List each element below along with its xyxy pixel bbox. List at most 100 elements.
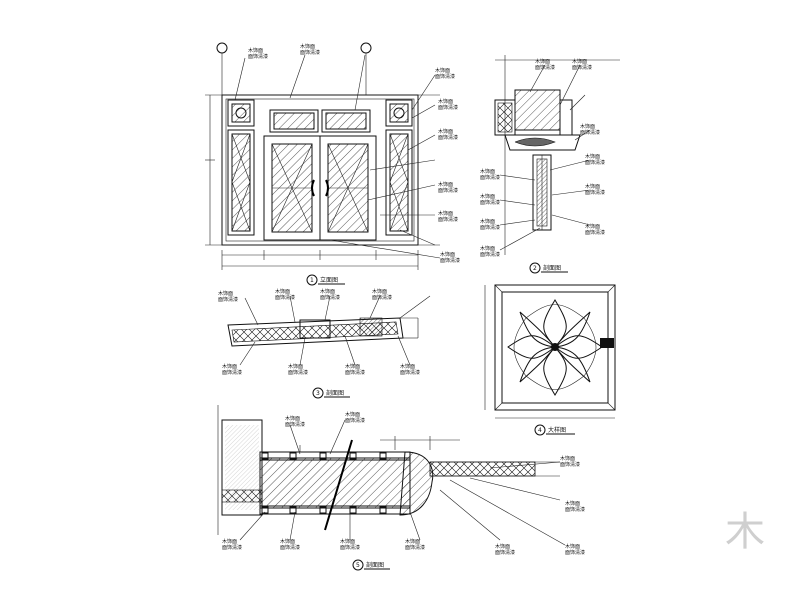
svg-text:5: 5	[356, 562, 360, 569]
door-core-section	[259, 457, 411, 509]
large-section-callouts: 木饰面 面饰清漆 木饰面 面饰清漆 木饰面 面饰清漆 木饰面 面饰清漆 木饰面 …	[222, 411, 585, 556]
large-section-view: 木饰面 面饰清漆 木饰面 面饰清漆 木饰面 面饰清漆 木饰面 面饰清漆 木饰面 …	[217, 405, 585, 571]
svg-text:面饰清漆: 面饰清漆	[222, 544, 242, 551]
rosette-flower-icon	[507, 299, 603, 396]
svg-text:木饰面: 木饰面	[222, 538, 237, 545]
svg-text:面饰清漆: 面饰清漆	[280, 544, 300, 551]
view-caption-4: 大样图	[548, 426, 566, 434]
svg-text:木饰面: 木饰面	[585, 183, 600, 190]
elevation-dimensions	[205, 95, 419, 270]
callout-sub: 面饰清漆	[440, 257, 460, 264]
svg-text:3: 3	[316, 390, 320, 397]
threshold-strip	[429, 461, 536, 477]
svg-text:面饰清漆: 面饰清漆	[320, 294, 340, 301]
watermark-logo: 木	[725, 509, 765, 555]
horizontal-section-view: 木饰面 面饰清漆 木饰面 面饰清漆 木饰面 面饰清漆 木饰面 面饰清漆 木饰面 …	[218, 288, 431, 399]
callout-sub: 面饰清漆	[438, 104, 458, 111]
svg-text:木饰面: 木饰面	[580, 123, 595, 130]
rosette-panel-right	[385, 99, 413, 127]
callout-label: 木饰面	[248, 47, 263, 54]
svg-text:面饰清漆: 面饰清漆	[218, 296, 238, 303]
svg-text:面饰清漆: 面饰清漆	[565, 549, 585, 556]
callout-label: 木饰面	[438, 128, 453, 135]
svg-text:木饰面: 木饰面	[218, 290, 233, 297]
vertical-section-view: 木饰面 面饰清漆 木饰面 面饰清漆 木饰面 面饰清漆 木饰面 面饰清漆 木饰面 …	[480, 55, 620, 274]
svg-text:面饰清漆: 面饰清漆	[585, 159, 605, 166]
svg-text:木饰面: 木饰面	[565, 543, 580, 550]
svg-text:木饰面: 木饰面	[560, 455, 575, 462]
svg-text:面饰清漆: 面饰清漆	[222, 369, 242, 376]
view-caption-3: 剖面图	[326, 389, 344, 397]
callout-label: 木饰面	[438, 210, 453, 217]
svg-text:木饰面: 木饰面	[372, 288, 387, 295]
svg-text:木饰面: 木饰面	[222, 363, 237, 370]
svg-text:木饰面: 木饰面	[480, 193, 495, 200]
svg-text:木饰面: 木饰面	[585, 153, 600, 160]
door-leaf-right	[319, 135, 377, 241]
svg-text:面饰清漆: 面饰清漆	[580, 129, 600, 136]
svg-text:木饰面: 木饰面	[565, 500, 580, 507]
callout-label: 木饰面	[440, 251, 455, 258]
svg-text:面饰清漆: 面饰清漆	[340, 544, 360, 551]
svg-text:木饰面: 木饰面	[572, 58, 587, 65]
svg-text:面饰清漆: 面饰清漆	[572, 64, 592, 71]
side-panel-right	[385, 129, 413, 236]
door-handle-right-icon	[325, 179, 329, 197]
section-callouts: 木饰面 面饰清漆 木饰面 面饰清漆 木饰面 面饰清漆 木饰面 面饰清漆 木饰面 …	[480, 58, 605, 258]
callout-sub: 面饰清漆	[438, 134, 458, 141]
view-caption-1: 立面图	[320, 276, 338, 284]
door-handle-left-icon	[311, 179, 315, 197]
svg-text:面饰清漆: 面饰清漆	[405, 544, 425, 551]
svg-text:面饰清漆: 面饰清漆	[400, 369, 420, 376]
view-marker-2	[529, 262, 541, 274]
svg-text:木饰面: 木饰面	[535, 58, 550, 65]
svg-text:木饰面: 木饰面	[340, 538, 355, 545]
svg-text:木饰面: 木饰面	[480, 245, 495, 252]
callout-label: 木饰面	[438, 98, 453, 105]
svg-text:面饰清漆: 面饰清漆	[535, 64, 555, 71]
edge-moulding	[399, 451, 434, 516]
svg-text:4: 4	[538, 427, 542, 434]
svg-text:木饰面: 木饰面	[585, 223, 600, 230]
callout-label: 木饰面	[435, 67, 450, 74]
svg-text:面饰清漆: 面饰清漆	[345, 369, 365, 376]
door-elevation-view: 木饰面 面饰清漆 木饰面 面饰清漆 木饰面 面饰清漆 木饰面 面饰清漆 木饰面 …	[205, 42, 460, 286]
svg-text:木饰面: 木饰面	[400, 363, 415, 370]
svg-text:木饰面: 木饰面	[285, 415, 300, 422]
header-block	[514, 89, 561, 131]
view-marker-3	[312, 387, 324, 399]
svg-text:面饰清漆: 面饰清漆	[480, 224, 500, 231]
grid-bubble-left	[216, 42, 228, 54]
hsection-callouts: 木饰面 面饰清漆 木饰面 面饰清漆 木饰面 面饰清漆 木饰面 面饰清漆 木饰面 …	[218, 288, 420, 376]
svg-text:面饰清漆: 面饰清漆	[565, 506, 585, 513]
svg-text:木饰面: 木饰面	[495, 543, 510, 550]
svg-text:面饰清漆: 面饰清漆	[288, 369, 308, 376]
callout-label: 木饰面	[438, 181, 453, 188]
svg-text:面饰清漆: 面饰清漆	[372, 294, 392, 301]
svg-text:面饰清漆: 面饰清漆	[560, 461, 580, 468]
svg-text:面饰清漆: 面饰清漆	[275, 294, 295, 301]
transom-panel-left	[269, 109, 319, 133]
svg-text:面饰清漆: 面饰清漆	[480, 199, 500, 206]
svg-text:面饰清漆: 面饰清漆	[480, 174, 500, 181]
callout-sub: 面饰清漆	[438, 187, 458, 194]
svg-text:面饰清漆: 面饰清漆	[495, 549, 515, 556]
callout-sub: 面饰清漆	[435, 73, 455, 80]
callout-sub: 面饰清漆	[438, 216, 458, 223]
svg-text:面饰清漆: 面饰清漆	[585, 229, 605, 236]
grid-bubble-right	[360, 42, 372, 54]
svg-text:2: 2	[533, 265, 537, 272]
svg-text:面饰清漆: 面饰清漆	[585, 189, 605, 196]
transom-panel-right	[321, 109, 371, 133]
callout-sub: 面饰清漆	[248, 53, 268, 60]
svg-text:面饰清漆: 面饰清漆	[285, 421, 305, 428]
view-marker-4	[534, 424, 546, 436]
svg-text:木饰面: 木饰面	[345, 411, 360, 418]
callout-sub: 面饰清漆	[300, 49, 320, 56]
elevation-callouts: 木饰面 面饰清漆 木饰面 面饰清漆 木饰面 面饰清漆 木饰面 面饰清漆 木饰面 …	[248, 43, 460, 264]
rosette-detail-view: 4 大样图	[484, 284, 616, 436]
view-marker-5	[352, 559, 364, 571]
svg-text:木饰面: 木饰面	[280, 538, 295, 545]
svg-text:面饰清漆: 面饰清漆	[480, 251, 500, 258]
